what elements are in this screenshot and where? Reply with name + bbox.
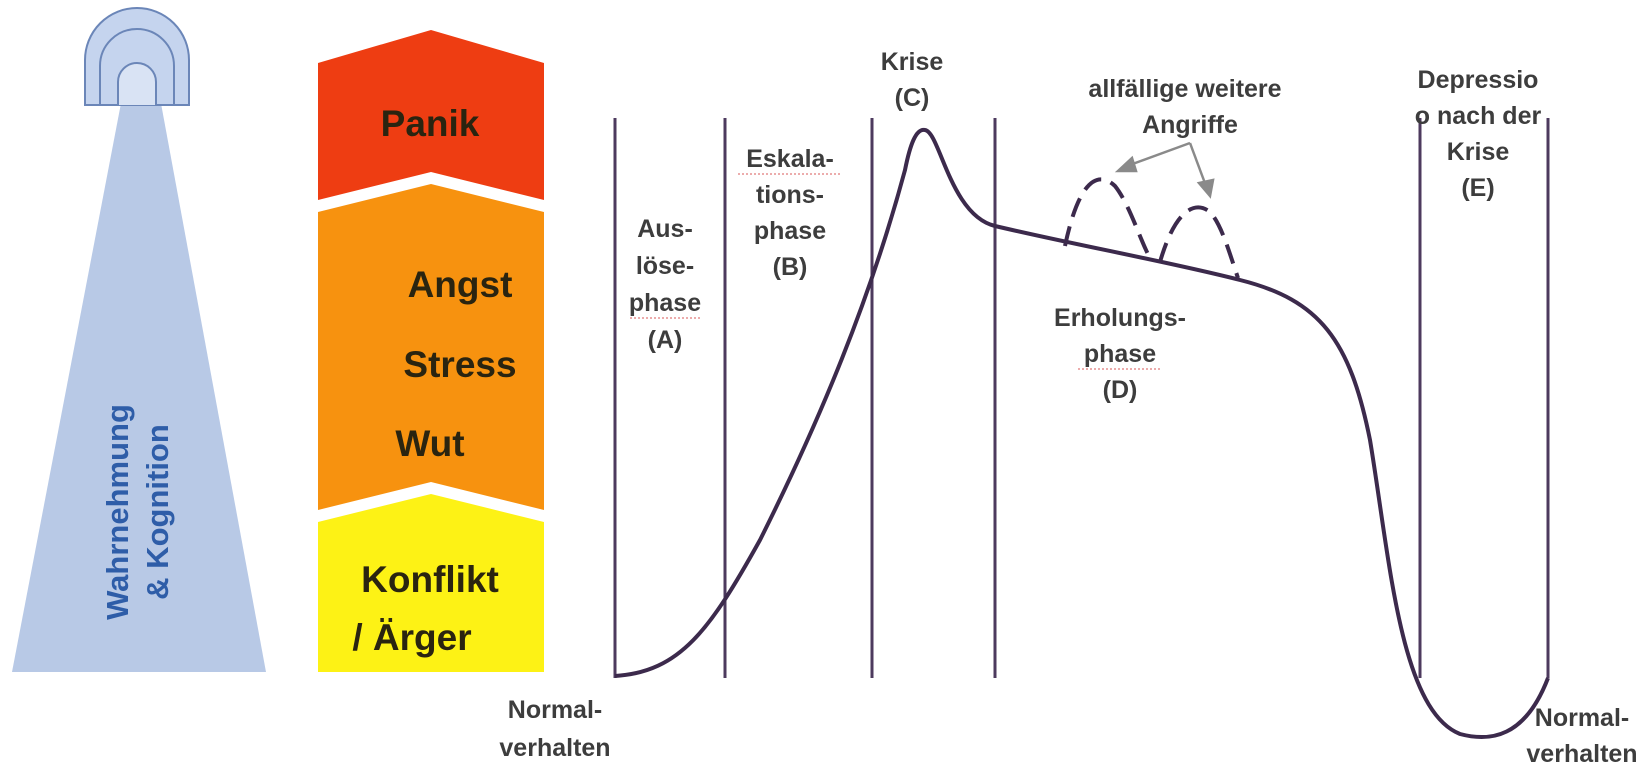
attack-hump-2 bbox=[1158, 205, 1240, 279]
phase-b-line2: tions- bbox=[756, 181, 824, 209]
phase-a-line3: phase bbox=[629, 289, 701, 317]
phase-e-label: Depressio o nach der Krise (E) bbox=[1415, 66, 1542, 202]
phase-d-label: Erholungs- phase (D) bbox=[1054, 304, 1186, 404]
phase-c-line2: (C) bbox=[895, 84, 930, 112]
attack-arrow-left-head bbox=[1114, 155, 1138, 173]
attacks-label: allfällige weitere Angriffe bbox=[1088, 75, 1281, 139]
normal-start-line2: verhalten bbox=[499, 734, 610, 762]
attack-arrow-right-shaft bbox=[1188, 142, 1208, 187]
attack-arrow-left-shaft bbox=[1126, 141, 1191, 168]
level-label-panic: Panik bbox=[381, 103, 480, 144]
attack-arrow-right-head bbox=[1196, 178, 1215, 199]
phase-a-line2: löse- bbox=[636, 252, 694, 280]
further-attack-humps bbox=[1063, 177, 1240, 279]
phase-d-line1: Erholungs- bbox=[1054, 304, 1186, 332]
normal-start-label: Normal- verhalten bbox=[499, 696, 610, 762]
phase-e-line4: (E) bbox=[1461, 174, 1494, 202]
phase-b-line4: (B) bbox=[773, 253, 808, 281]
normal-end-label: Normal- verhalten bbox=[1526, 704, 1637, 768]
cognition-label-line2: & Kognition bbox=[140, 424, 175, 600]
attack-hump-1 bbox=[1063, 177, 1152, 259]
phase-a-label: Aus- löse- phase (A) bbox=[629, 215, 702, 354]
attack-arrows bbox=[1114, 141, 1215, 199]
cognition-cone: Wahrnehmung & Kognition bbox=[12, 98, 266, 672]
phase-a-line1: Aus- bbox=[637, 215, 693, 243]
cognition-cone-shape bbox=[12, 98, 266, 672]
level-column: Panik Angst Stress Wut Konflikt / Ärger bbox=[318, 30, 544, 672]
normal-end-line1: Normal- bbox=[1535, 704, 1629, 732]
tunnel-icon bbox=[84, 7, 190, 106]
level-label-angst: Angst bbox=[408, 264, 513, 305]
crisis-curve bbox=[614, 127, 1550, 740]
attacks-line1: allfällige weitere bbox=[1088, 75, 1281, 103]
level-label-konflikt: Konflikt bbox=[361, 559, 499, 600]
phase-c-label: Krise (C) bbox=[881, 48, 944, 112]
phase-e-line2: o nach der bbox=[1415, 102, 1542, 130]
phase-b-line3: phase bbox=[754, 217, 826, 245]
level-conflict bbox=[318, 494, 544, 672]
phase-e-line3: Krise bbox=[1447, 138, 1510, 166]
phase-dividers bbox=[613, 118, 1550, 678]
phase-d-line2: phase bbox=[1084, 340, 1156, 368]
level-label-stress: Stress bbox=[403, 344, 516, 385]
normal-start-line1: Normal- bbox=[508, 696, 602, 724]
level-anxiety-stress-anger bbox=[318, 184, 544, 510]
phase-b-label: Eskala- tions- phase (B) bbox=[738, 145, 842, 281]
level-label-aerger: / Ärger bbox=[352, 617, 471, 658]
cognition-label-line1: Wahrnehmung bbox=[100, 404, 135, 620]
phase-a-line4: (A) bbox=[648, 326, 683, 354]
attacks-line2: Angriffe bbox=[1142, 111, 1238, 139]
phase-e-line1: Depressio bbox=[1418, 66, 1539, 94]
level-label-wut: Wut bbox=[395, 423, 464, 464]
normal-end-line2: verhalten bbox=[1526, 740, 1637, 768]
level-panic bbox=[318, 30, 544, 200]
phase-b-line1: Eskala- bbox=[746, 145, 834, 173]
phase-d-line3: (D) bbox=[1103, 376, 1138, 404]
phase-c-line1: Krise bbox=[881, 48, 944, 76]
